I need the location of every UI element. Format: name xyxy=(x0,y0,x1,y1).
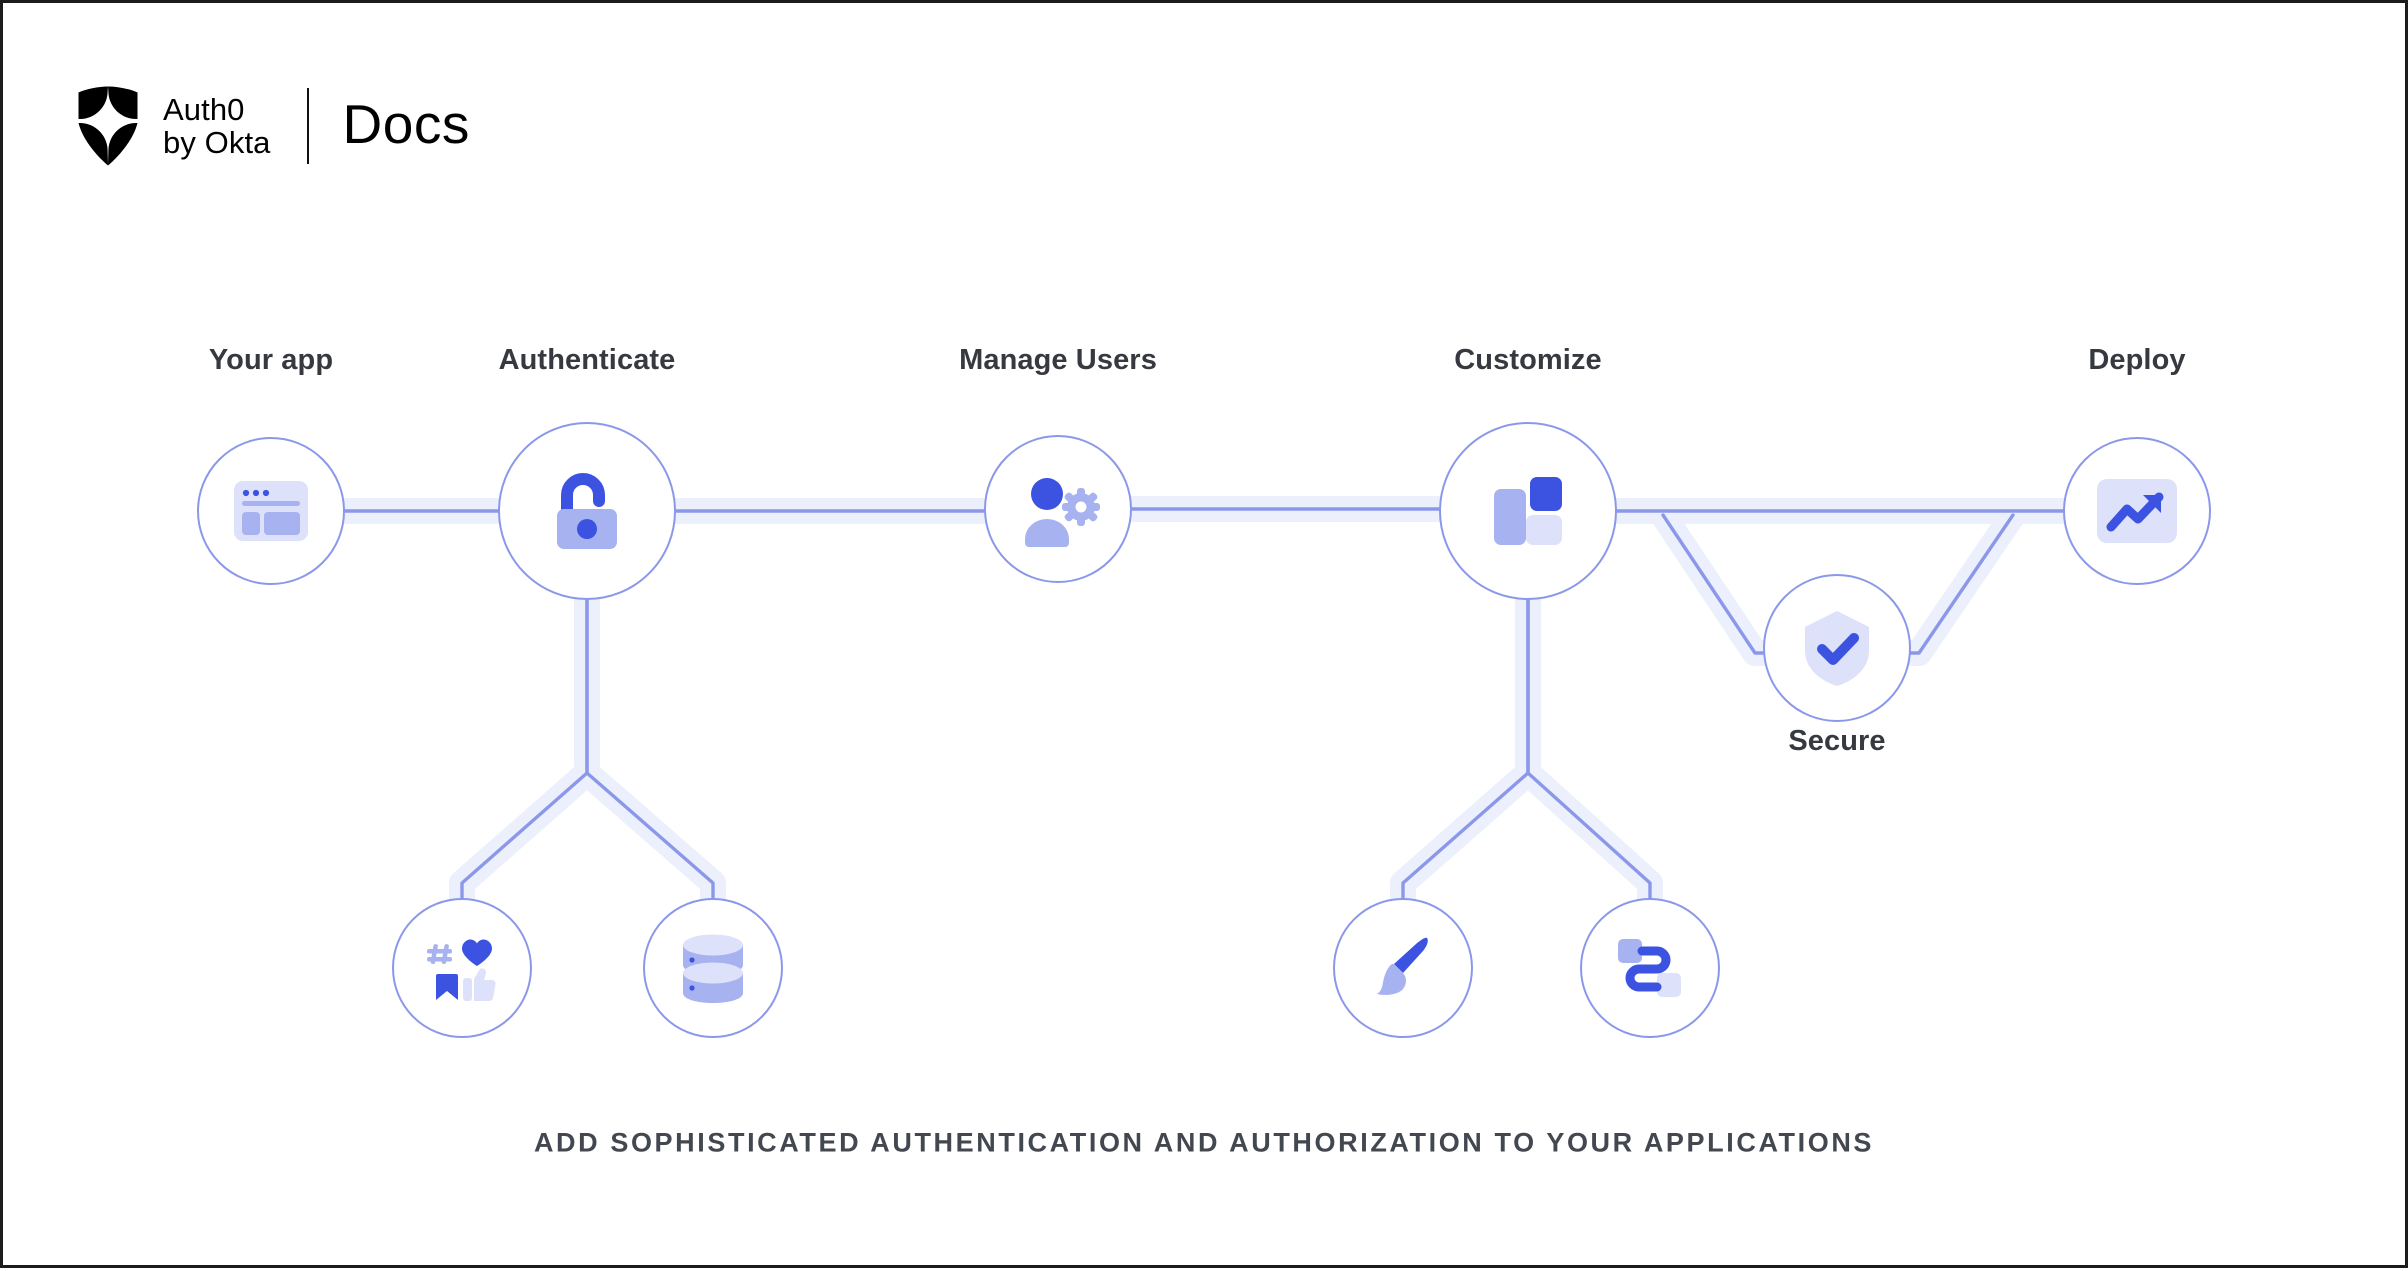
node-social[interactable] xyxy=(392,898,532,1038)
node-label-secure: Secure xyxy=(1788,725,1886,757)
node-your-app[interactable] xyxy=(197,437,345,585)
node-deploy[interactable] xyxy=(2063,437,2211,585)
node-extend[interactable] xyxy=(1580,898,1720,1038)
auth0-shield-icon xyxy=(78,86,138,166)
page-caption: ADD SOPHISTICATED AUTHENTICATION AND AUT… xyxy=(533,1127,1875,1158)
shield-check-icon xyxy=(1805,611,1869,686)
open-padlock-icon xyxy=(557,473,617,549)
brand-wordmark: Auth0 by Okta xyxy=(163,91,271,160)
database-icon xyxy=(683,934,743,1003)
node-database[interactable] xyxy=(643,898,783,1038)
user-gear-icon xyxy=(1025,478,1100,547)
layout-blocks-icon xyxy=(1494,477,1562,545)
brand-name-line1: Auth0 xyxy=(163,91,245,127)
node-label-your-app: Your app xyxy=(208,344,334,376)
brand-divider xyxy=(306,88,309,164)
connector-lines xyxy=(258,496,2150,916)
node-label-deploy: Deploy xyxy=(2088,344,2186,376)
node-label-customize: Customize xyxy=(1454,344,1602,376)
node-manage-users[interactable] xyxy=(984,435,1132,583)
browser-window-icon xyxy=(234,481,308,541)
node-label-authenticate: Authenticate xyxy=(498,344,676,376)
node-customize[interactable] xyxy=(1439,422,1617,600)
node-label-manage-users: Manage Users xyxy=(959,344,1157,376)
brand-header[interactable]: Auth0 by Okta Docs xyxy=(75,85,470,167)
brand-name-line2: by Okta xyxy=(163,125,271,160)
trending-up-icon xyxy=(2097,479,2177,543)
node-branding[interactable] xyxy=(1333,898,1473,1038)
node-secure[interactable] xyxy=(1763,574,1911,722)
flow-diagram: Your app Authenticate xyxy=(3,3,2408,1271)
flow-connect-icon xyxy=(1618,939,1681,997)
paintbrush-icon xyxy=(1377,937,1428,995)
product-title: Docs xyxy=(342,92,470,155)
social-reactions-icon xyxy=(427,939,496,1002)
node-authenticate[interactable] xyxy=(498,422,676,600)
